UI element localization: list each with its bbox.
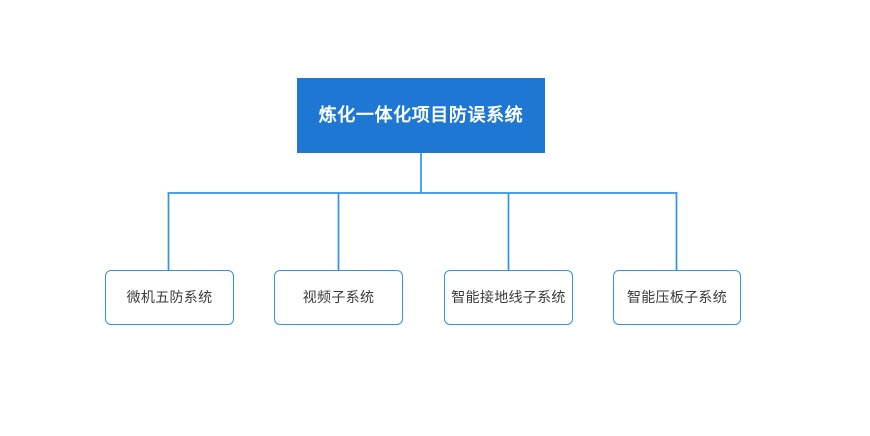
node-child-label: 视频子系统 <box>302 289 375 306</box>
node-child-label: 智能压板子系统 <box>626 289 728 306</box>
node-child-yaban[interactable]: 智能压板子系统 <box>613 270 741 325</box>
node-child-weiji-wufang[interactable]: 微机五防系统 <box>105 270 234 325</box>
node-root[interactable]: 炼化一体化项目防误系统 <box>297 78 545 153</box>
node-child-jiediXian[interactable]: 智能接地线子系统 <box>444 270 573 325</box>
node-root-label: 炼化一体化项目防误系统 <box>318 104 524 125</box>
node-child-label: 微机五防系统 <box>126 289 213 306</box>
node-child-shipin[interactable]: 视频子系统 <box>274 270 403 325</box>
node-child-label: 智能接地线子系统 <box>451 289 566 306</box>
